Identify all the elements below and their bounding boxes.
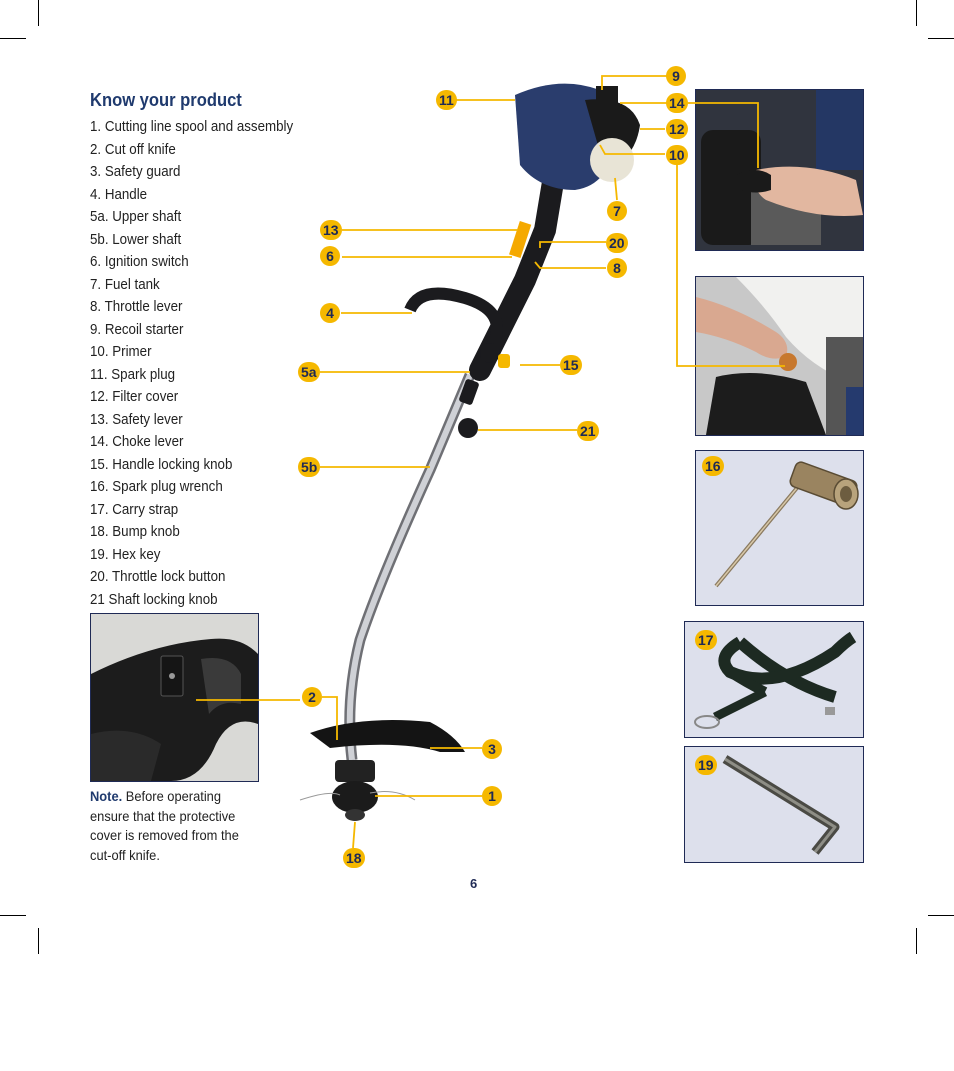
list-item: 7. Fuel tank bbox=[90, 276, 160, 293]
callout-10: 10 bbox=[666, 145, 688, 165]
list-item: 6. Ignition switch bbox=[90, 254, 189, 270]
callout-21: 21 bbox=[577, 421, 599, 441]
page-title: Know your product bbox=[90, 90, 242, 110]
note-text: Note. Before operating ensure that the p… bbox=[90, 787, 256, 865]
callout-9: 9 bbox=[666, 66, 686, 86]
list-item: 20. Throttle lock button bbox=[90, 569, 226, 585]
callout-6: 6 bbox=[320, 246, 340, 266]
callout-11: 11 bbox=[436, 90, 457, 110]
callout-16: 16 bbox=[702, 456, 724, 476]
recoil-starter-illustration bbox=[696, 90, 863, 250]
spark-plug-wrench-illustration bbox=[714, 461, 859, 588]
page-number: 6 bbox=[470, 876, 478, 891]
list-item: 4. Handle bbox=[90, 186, 148, 203]
list-item: 16. Spark plug wrench bbox=[90, 479, 223, 495]
list-item: 8. Throttle lever bbox=[90, 299, 183, 315]
list-item: 9. Recoil starter bbox=[90, 321, 184, 338]
cut-off-knife-illustration bbox=[91, 638, 258, 781]
callout-13: 13 bbox=[320, 220, 342, 240]
list-item: 18. Bump knob bbox=[90, 524, 180, 540]
list-item: 10. Primer bbox=[90, 344, 152, 360]
list-item: 1. Cutting line spool and assembly bbox=[90, 119, 294, 135]
list-item: 12. Filter cover bbox=[90, 389, 179, 405]
parts-list: 1. Cutting line spool and assembly 2. Cu… bbox=[90, 116, 293, 611]
list-item: 21 Shaft locking knob bbox=[90, 591, 218, 608]
callout-15: 15 bbox=[560, 355, 582, 375]
note-label: Note. bbox=[90, 788, 123, 804]
callout-2: 2 bbox=[302, 687, 322, 707]
list-item: 17. Carry strap bbox=[90, 501, 179, 518]
list-item: 5a. Upper shaft bbox=[90, 209, 182, 225]
callout-3: 3 bbox=[482, 739, 502, 759]
crop-mark bbox=[916, 0, 917, 26]
list-item: 15. Handle locking knob bbox=[90, 456, 233, 473]
list-item: 13. Safety lever bbox=[90, 411, 183, 428]
list-item: 2. Cut off knife bbox=[90, 141, 176, 158]
callout-20: 20 bbox=[606, 233, 628, 253]
crop-mark bbox=[928, 915, 954, 916]
crop-mark bbox=[0, 38, 26, 39]
hex-key-illustration bbox=[722, 755, 840, 855]
callout-1: 1 bbox=[482, 786, 502, 806]
callout-8: 8 bbox=[607, 258, 627, 278]
callout-19: 19 bbox=[695, 755, 717, 775]
cut-off-knife-photo bbox=[90, 613, 259, 782]
crop-mark bbox=[916, 928, 917, 954]
callout-5a: 5a bbox=[298, 362, 320, 382]
list-item: 14. Choke lever bbox=[90, 434, 184, 450]
carry-strap-illustration bbox=[694, 631, 857, 729]
primer-illustration bbox=[696, 277, 863, 435]
crop-mark bbox=[38, 0, 39, 26]
primer-photo bbox=[695, 276, 864, 436]
list-item: 11. Spark plug bbox=[90, 366, 176, 383]
callout-17: 17 bbox=[695, 630, 717, 650]
crop-mark bbox=[38, 928, 39, 954]
callout-14: 14 bbox=[666, 93, 688, 113]
list-item: 19. Hex key bbox=[90, 546, 161, 563]
leader-lines bbox=[196, 75, 785, 849]
note-body: Before operating ensure that the protect… bbox=[90, 788, 239, 863]
crop-mark bbox=[0, 915, 26, 916]
crop-mark bbox=[928, 38, 954, 39]
callout-4: 4 bbox=[320, 303, 340, 323]
list-item: 3. Safety guard bbox=[90, 164, 181, 180]
callout-18: 18 bbox=[343, 848, 365, 868]
list-item: 5b. Lower shaft bbox=[90, 231, 182, 248]
spark-plug-wrench-photo bbox=[695, 450, 864, 606]
callout-7: 7 bbox=[607, 201, 627, 221]
callout-12: 12 bbox=[666, 119, 688, 139]
callout-5b: 5b bbox=[298, 457, 321, 477]
recoil-starter-photo bbox=[695, 89, 864, 251]
